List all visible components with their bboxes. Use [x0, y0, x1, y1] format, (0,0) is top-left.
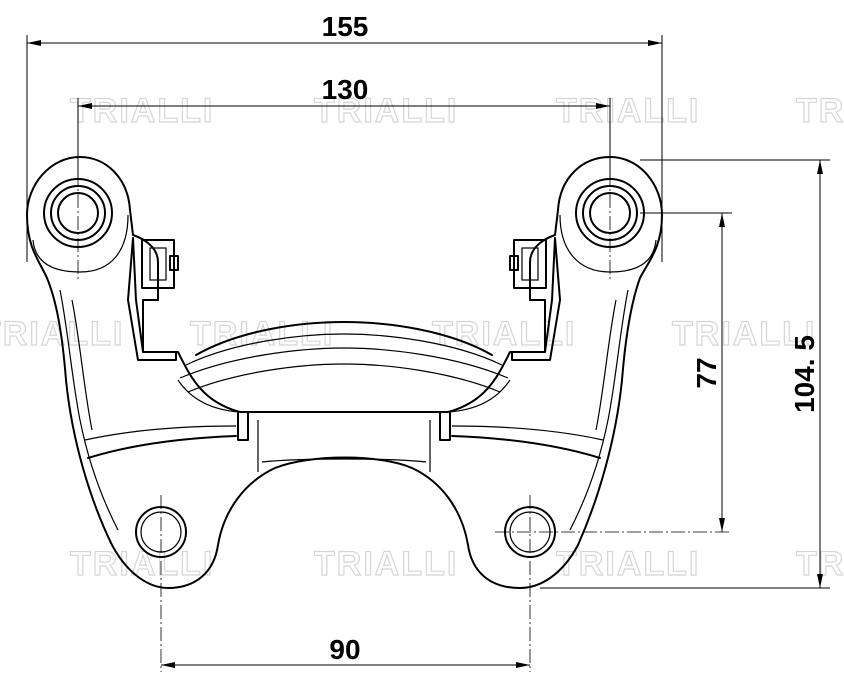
left-arm-line	[59, 289, 119, 531]
lower-cross-left	[87, 435, 237, 459]
left-pad-clip	[127, 237, 177, 361]
dim-label-77: 77	[691, 357, 722, 388]
center-lines	[77, 150, 730, 672]
right-arm-line-2	[595, 299, 617, 431]
bridge-arch-4	[187, 363, 501, 393]
dimension-labels: 155 130 90 77 104. 5	[322, 11, 820, 665]
lower-cross-right	[451, 435, 601, 459]
right-clip-tab-inner	[521, 247, 539, 281]
watermark: TRIALLI	[314, 92, 458, 130]
left-ear-contour	[32, 214, 129, 273]
dim-label-155: 155	[322, 11, 369, 42]
bracket-body	[26, 156, 663, 589]
watermark: TRIALLI	[70, 545, 214, 583]
watermark: TRIALLI	[314, 545, 458, 583]
bracket-outline	[26, 156, 663, 589]
bridge-arch-top	[195, 321, 493, 356]
left-arm-line-2	[71, 299, 93, 431]
watermark-group: TRIALLI TRIALLI TRIALLI TRIALLI TRIALLI …	[0, 91, 844, 583]
lower-cross-right-2	[451, 425, 604, 441]
bridge-arch-2	[185, 333, 503, 366]
left-clip-stud	[169, 255, 179, 271]
left-clip-tab	[141, 239, 175, 289]
watermark: TRIALLI	[556, 92, 700, 130]
right-clip-tab	[513, 239, 547, 289]
watermark: TRIALLI	[556, 545, 700, 583]
center-web	[237, 411, 249, 441]
right-arm-line	[569, 289, 629, 531]
dimension-lines	[26, 35, 830, 668]
dim-label-104-5: 104. 5	[789, 335, 820, 413]
bridge-arch-3	[179, 347, 509, 379]
watermark: TRIALLI	[796, 92, 844, 130]
right-pad-clip	[511, 237, 561, 361]
watermark: TRIALLI	[70, 92, 214, 130]
lower-cross-left-2	[84, 425, 237, 441]
left-clip-tab-inner	[149, 247, 167, 281]
dim-label-130: 130	[322, 74, 369, 105]
bridge-under-r	[447, 379, 511, 413]
watermark: TRIALLI	[672, 315, 816, 353]
bridge-under	[177, 379, 241, 413]
center-web-bottom	[261, 458, 427, 463]
dim-label-90: 90	[329, 634, 360, 665]
center-web-r	[439, 411, 451, 441]
right-clip-stud	[509, 255, 519, 271]
watermark: TRIALLI	[432, 315, 576, 353]
